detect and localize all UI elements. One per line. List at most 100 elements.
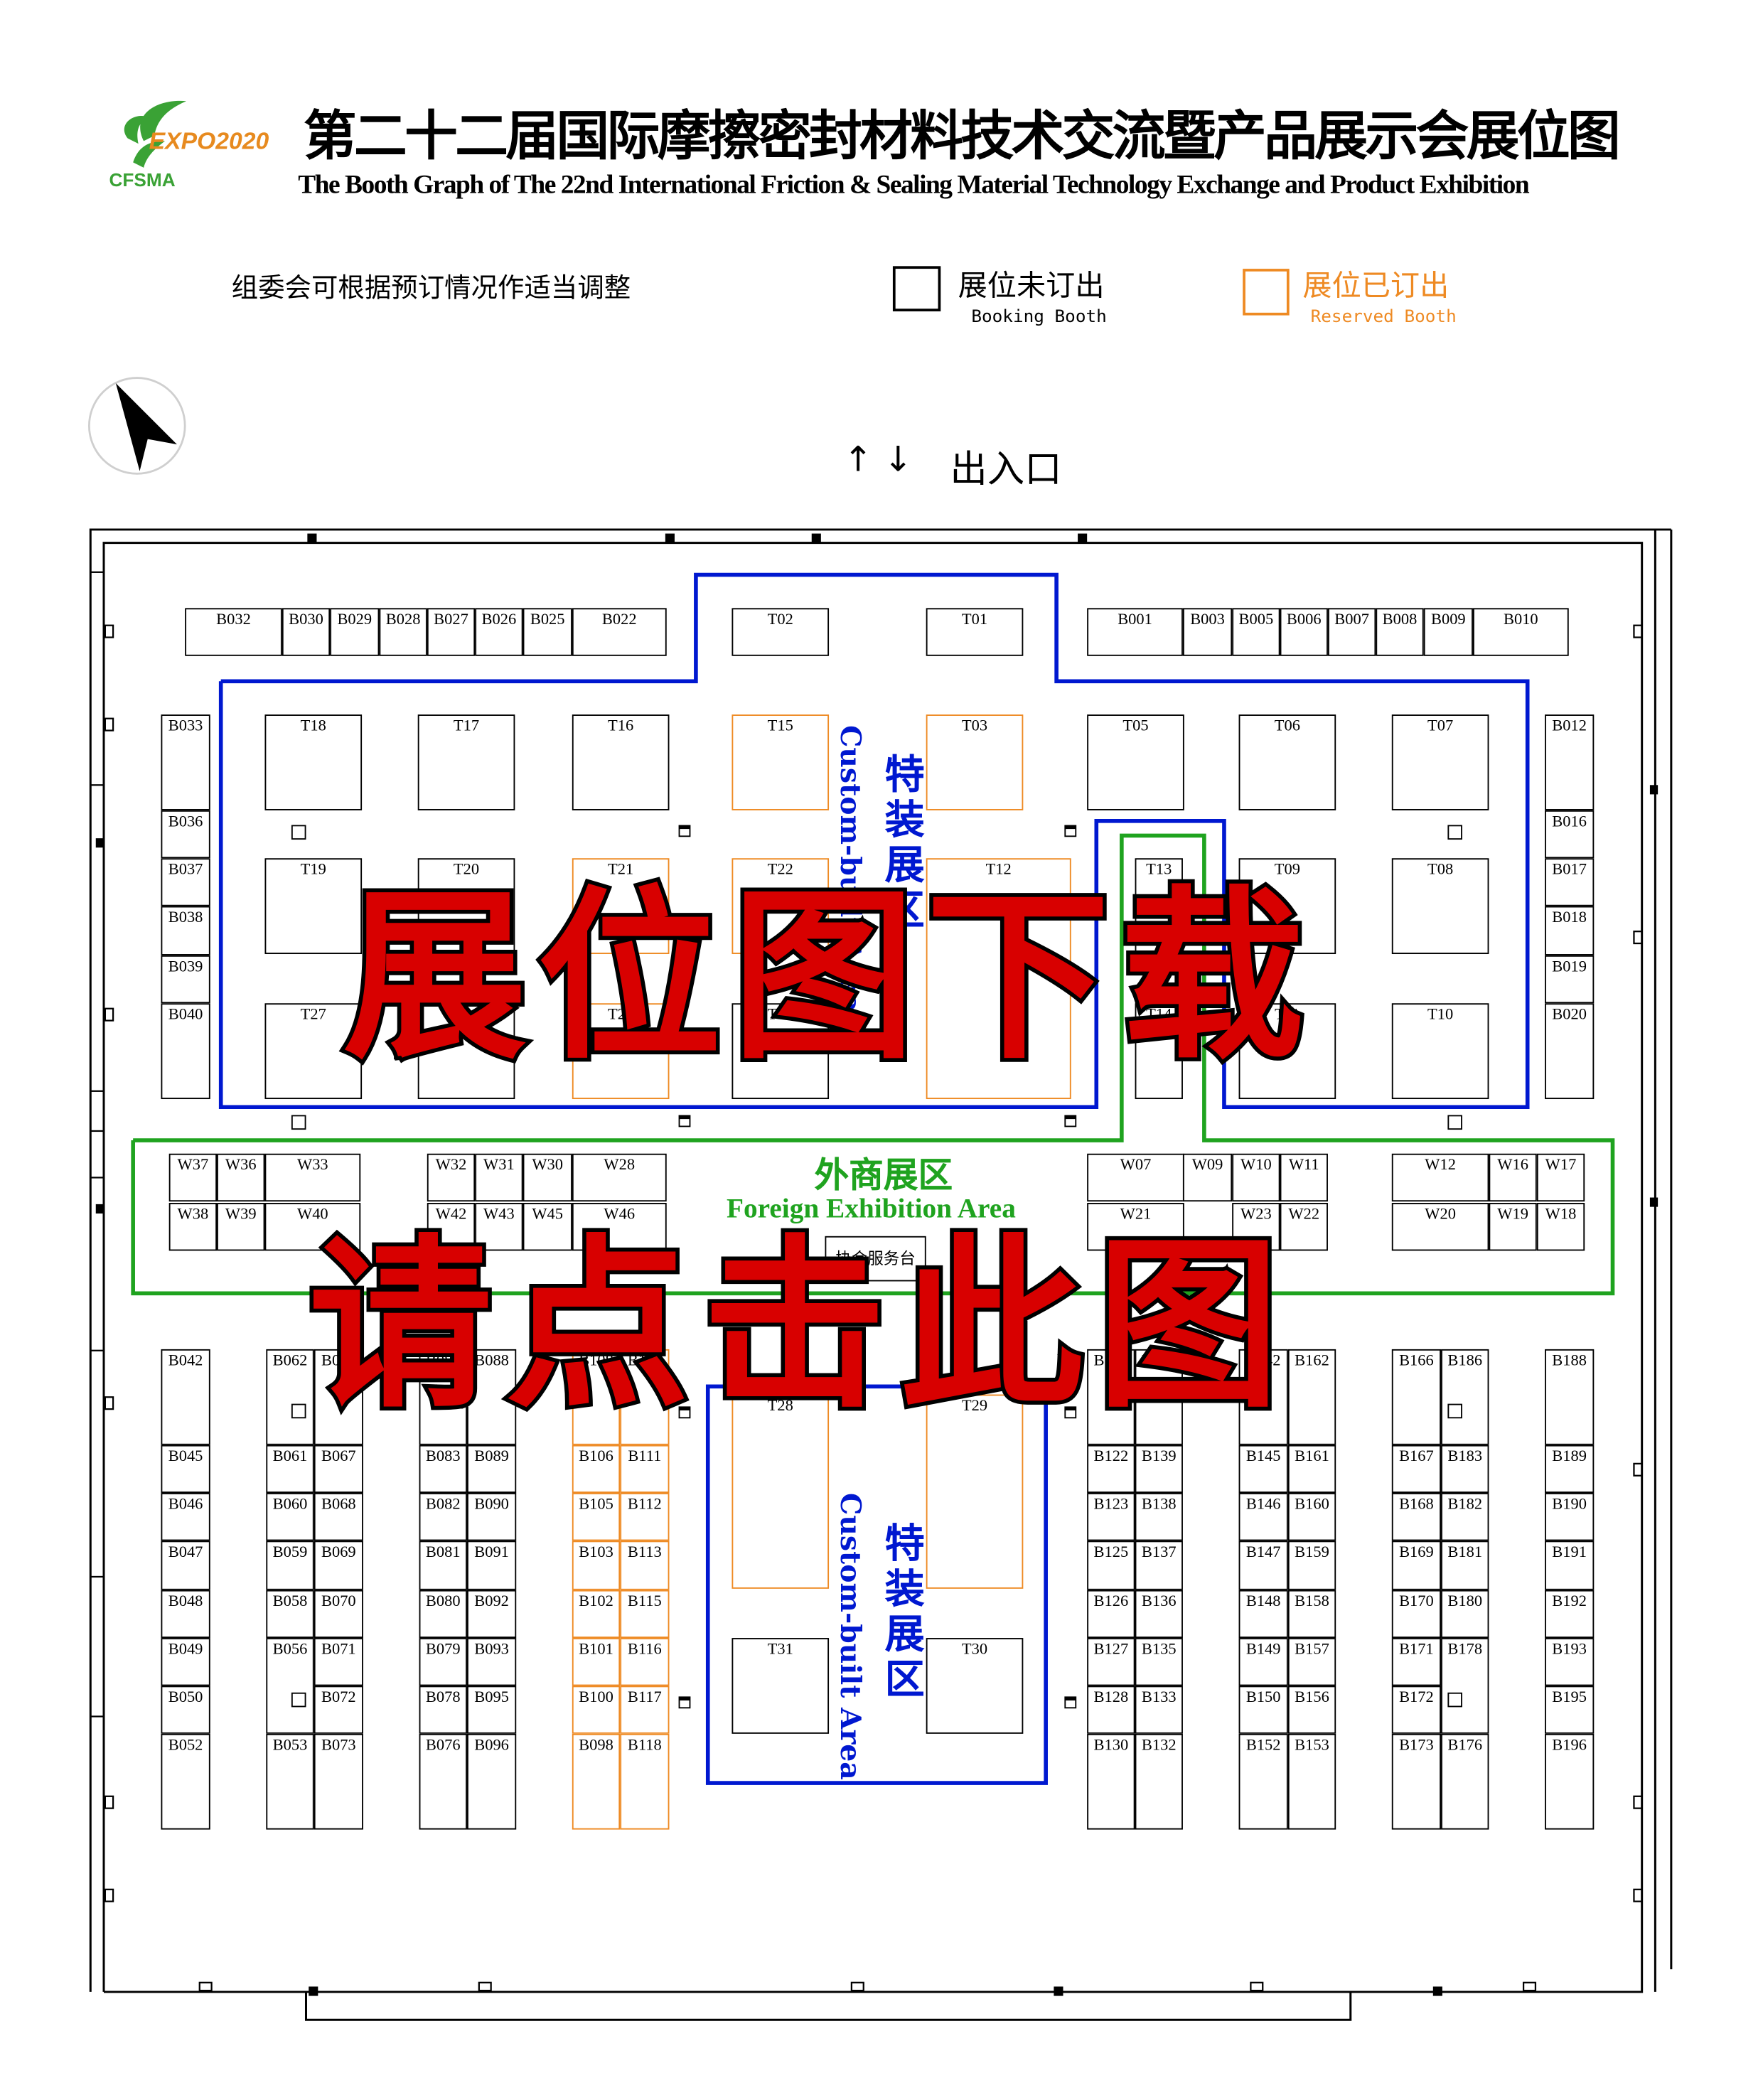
booth-b042[interactable]: B042 xyxy=(161,1349,210,1445)
booth-b105[interactable]: B105 xyxy=(572,1493,621,1541)
booth-b007[interactable]: B007 xyxy=(1327,608,1376,656)
booth-b060[interactable]: B060 xyxy=(266,1493,314,1541)
booth-b162[interactable]: B162 xyxy=(1287,1349,1336,1445)
booth-b048[interactable]: B048 xyxy=(161,1590,210,1639)
booth-t25[interactable]: T25 xyxy=(572,1003,670,1100)
booth-b085[interactable]: B085 xyxy=(419,1349,467,1445)
booth-w46[interactable]: W46 xyxy=(572,1203,667,1251)
booth-b081[interactable]: B081 xyxy=(419,1541,467,1590)
booth-b059[interactable]: B059 xyxy=(266,1541,314,1590)
booth-b130[interactable]: B130 xyxy=(1087,1733,1135,1830)
booth-t07[interactable]: T07 xyxy=(1391,714,1489,810)
booth-b082[interactable]: B082 xyxy=(419,1493,467,1541)
booth-b156[interactable]: B156 xyxy=(1287,1686,1336,1734)
booth-b050[interactable]: B050 xyxy=(161,1686,210,1734)
booth-b005[interactable]: B005 xyxy=(1232,608,1280,656)
booth-b132[interactable]: B132 xyxy=(1135,1733,1183,1830)
booth-b195[interactable]: B195 xyxy=(1545,1686,1595,1734)
booth-b117[interactable]: B117 xyxy=(620,1686,670,1734)
booth-b108[interactable]: B108 xyxy=(572,1349,621,1445)
booth-t29[interactable]: T29 xyxy=(926,1394,1024,1589)
booth-t28[interactable]: T28 xyxy=(732,1394,830,1589)
booth-b040[interactable]: B040 xyxy=(161,1003,210,1100)
booth-b106[interactable]: B106 xyxy=(572,1445,621,1494)
booth-b137[interactable]: B137 xyxy=(1135,1541,1183,1590)
booth-w43[interactable]: W43 xyxy=(475,1203,523,1251)
booth-w28[interactable]: W28 xyxy=(572,1153,667,1202)
booth-b101[interactable]: B101 xyxy=(572,1638,621,1686)
booth-b020[interactable]: B020 xyxy=(1545,1003,1595,1100)
booth-t13[interactable]: T13 xyxy=(1135,858,1183,955)
booth-b018[interactable]: B018 xyxy=(1545,906,1595,955)
booth-b079[interactable]: B079 xyxy=(419,1638,467,1686)
booth-b161[interactable]: B161 xyxy=(1287,1445,1336,1494)
booth-b008[interactable]: B008 xyxy=(1376,608,1424,656)
booth-b189[interactable]: B189 xyxy=(1545,1445,1595,1494)
booth-w12[interactable]: W12 xyxy=(1391,1153,1489,1202)
booth-t09[interactable]: T09 xyxy=(1238,858,1336,955)
booth-t02[interactable]: T02 xyxy=(732,608,830,656)
booth-b036[interactable]: B036 xyxy=(161,810,210,859)
booth-b172[interactable]: B172 xyxy=(1391,1686,1442,1734)
booth-w10[interactable]: W10 xyxy=(1232,1153,1280,1202)
booth-w30[interactable]: W30 xyxy=(523,1153,572,1202)
booth-b032[interactable]: B032 xyxy=(185,608,282,656)
booth-b096[interactable]: B096 xyxy=(466,1733,517,1830)
booth-w11[interactable]: W11 xyxy=(1280,1153,1328,1202)
booth-b072[interactable]: B072 xyxy=(314,1686,363,1734)
booth-w31[interactable]: W31 xyxy=(475,1153,523,1202)
booth-t14[interactable]: T14 xyxy=(1135,1003,1183,1100)
booth-b067[interactable]: B067 xyxy=(314,1445,363,1494)
booth-w19[interactable]: W19 xyxy=(1489,1203,1537,1251)
booth-b022[interactable]: B022 xyxy=(572,608,667,656)
booth-b120[interactable]: B120 xyxy=(1087,1349,1135,1445)
booth-b076[interactable]: B076 xyxy=(419,1733,467,1830)
booth-t23[interactable]: T23 xyxy=(732,1003,830,1100)
booth-w16[interactable]: W16 xyxy=(1489,1153,1537,1202)
booth-b053[interactable]: B053 xyxy=(266,1733,314,1830)
booth-t08[interactable]: T08 xyxy=(1391,858,1489,955)
booth-b111[interactable]: B111 xyxy=(620,1445,670,1494)
booth-b073[interactable]: B073 xyxy=(314,1733,363,1830)
booth-t05[interactable]: T05 xyxy=(1087,714,1184,810)
booth-b127[interactable]: B127 xyxy=(1087,1638,1135,1686)
booth-w36[interactable]: W36 xyxy=(217,1153,265,1202)
booth-b186[interactable]: B186 xyxy=(1441,1349,1489,1445)
booth-t10[interactable]: T10 xyxy=(1391,1003,1489,1100)
booth-w21[interactable]: W21 xyxy=(1087,1203,1184,1251)
booth-t20[interactable]: T20 xyxy=(417,858,515,955)
download-overlay-text[interactable]: 展位图下载 xyxy=(339,866,1315,1088)
booth-t26[interactable]: T26 xyxy=(417,1003,515,1100)
booth-b046[interactable]: B046 xyxy=(161,1493,210,1541)
booth-w33[interactable]: W33 xyxy=(264,1153,361,1202)
booth-b183[interactable]: B183 xyxy=(1441,1445,1489,1494)
booth-b033[interactable]: B033 xyxy=(161,714,210,810)
booth-w42[interactable]: W42 xyxy=(427,1203,476,1251)
booth-b170[interactable]: B170 xyxy=(1391,1590,1442,1639)
booth-b147[interactable]: B147 xyxy=(1238,1541,1288,1590)
booth-t03[interactable]: T03 xyxy=(926,714,1024,810)
booth-b010[interactable]: B010 xyxy=(1472,608,1569,656)
booth-t01[interactable]: T01 xyxy=(926,608,1024,656)
booth-b123[interactable]: B123 xyxy=(1087,1493,1135,1541)
booth-t22[interactable]: T22 xyxy=(732,858,830,955)
booth-b126[interactable]: B126 xyxy=(1087,1590,1135,1639)
booth-b091[interactable]: B091 xyxy=(466,1541,517,1590)
booth-w38[interactable]: W38 xyxy=(168,1203,218,1251)
booth-w09[interactable]: W09 xyxy=(1182,1153,1233,1202)
booth-b103[interactable]: B103 xyxy=(572,1541,621,1590)
booth-b069[interactable]: B069 xyxy=(314,1541,363,1590)
booth-b049[interactable]: B049 xyxy=(161,1638,210,1686)
booth-b190[interactable]: B190 xyxy=(1545,1493,1595,1541)
booth-w07[interactable]: W07 xyxy=(1087,1153,1184,1202)
booth-b006[interactable]: B006 xyxy=(1280,608,1328,656)
booth-t31[interactable]: T31 xyxy=(732,1638,830,1734)
booth-b167[interactable]: B167 xyxy=(1391,1445,1442,1494)
booth-b168[interactable]: B168 xyxy=(1391,1493,1442,1541)
booth-t30[interactable]: T30 xyxy=(926,1638,1024,1734)
booth-b062[interactable]: B062 xyxy=(266,1349,314,1445)
booth-b058[interactable]: B058 xyxy=(266,1590,314,1639)
booth-b122[interactable]: B122 xyxy=(1087,1445,1135,1494)
booth-w20[interactable]: W20 xyxy=(1391,1203,1489,1251)
